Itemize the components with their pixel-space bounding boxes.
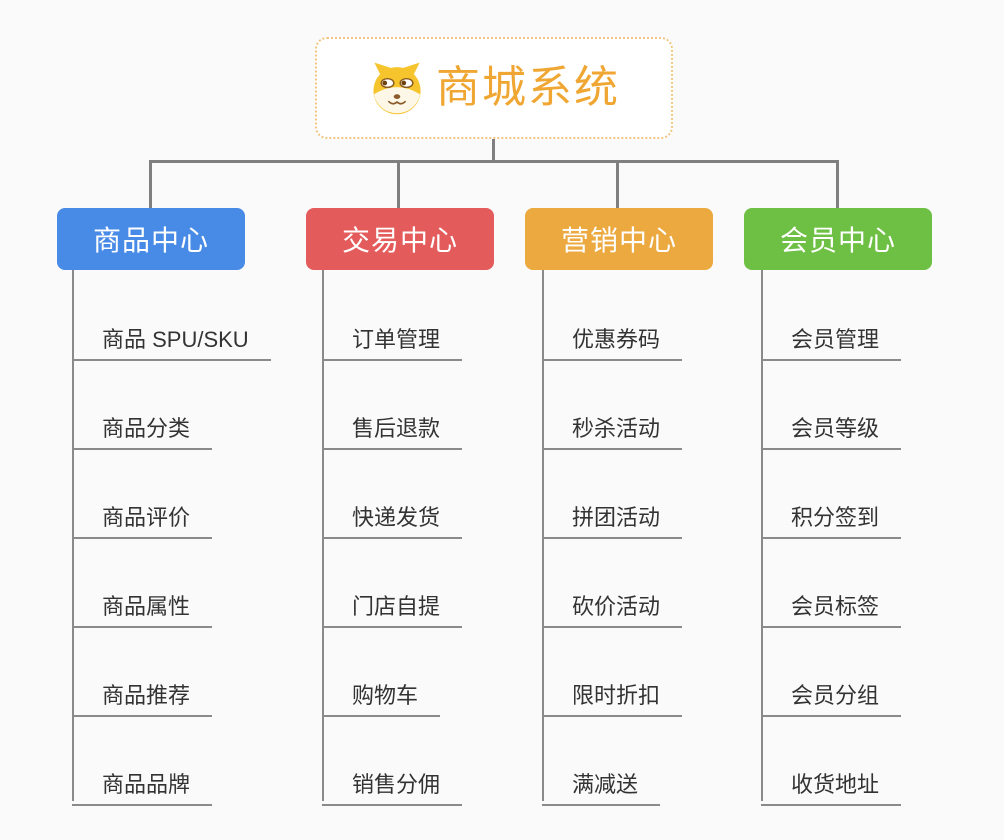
- connector-cross-bar: [149, 160, 839, 163]
- trunk-trade-center: [322, 270, 324, 801]
- branch-label: 会员中心: [779, 225, 896, 256]
- trunk-marketing-center: [542, 270, 544, 801]
- branch-node-member-center[interactable]: 会员中心: [744, 208, 932, 270]
- leaf-node[interactable]: 快递发货: [322, 492, 463, 539]
- connector-drop-member: [836, 160, 839, 208]
- leaf-node[interactable]: 商品属性: [72, 581, 213, 628]
- trunk-product-center: [72, 270, 74, 801]
- leaf-node[interactable]: 限时折扣: [542, 670, 683, 717]
- branch-node-product-center[interactable]: 商品中心: [57, 208, 245, 270]
- connector-drop-marketing: [616, 160, 619, 208]
- leaf-node[interactable]: 售后退款: [322, 403, 463, 450]
- leaf-node[interactable]: 商品品牌: [72, 759, 213, 806]
- leaf-node[interactable]: 商品分类: [72, 403, 213, 450]
- leaf-node[interactable]: 商品评价: [72, 492, 213, 539]
- connector-drop-trade: [397, 160, 400, 208]
- branch-node-marketing-center[interactable]: 营销中心: [525, 208, 713, 270]
- leaf-node[interactable]: 砍价活动: [542, 581, 683, 628]
- leaf-node[interactable]: 会员管理: [761, 314, 902, 361]
- leaf-node[interactable]: 优惠券码: [542, 314, 683, 361]
- trunk-member-center: [761, 270, 763, 801]
- leaf-node[interactable]: 满减送: [542, 759, 661, 806]
- leaf-node[interactable]: 购物车: [322, 670, 441, 717]
- leaf-node[interactable]: 商品 SPU/SKU: [72, 314, 271, 361]
- leaf-node[interactable]: 订单管理: [322, 314, 463, 361]
- connector-drop-product: [149, 160, 152, 208]
- leaf-node[interactable]: 拼团活动: [542, 492, 683, 539]
- leaf-node[interactable]: 会员标签: [761, 581, 902, 628]
- leaf-node[interactable]: 秒杀活动: [542, 403, 683, 450]
- branch-label: 商品中心: [92, 225, 209, 256]
- leaf-node[interactable]: 商品推荐: [72, 670, 213, 717]
- branch-label: 交易中心: [341, 225, 458, 256]
- branch-node-trade-center[interactable]: 交易中心: [306, 208, 494, 270]
- leaf-node[interactable]: 门店自提: [322, 581, 463, 628]
- leaf-node[interactable]: 销售分佣: [322, 759, 463, 806]
- dog-face-icon: [368, 59, 426, 117]
- leaf-node[interactable]: 会员分组: [761, 670, 902, 717]
- root-node[interactable]: 商城系统: [315, 37, 673, 139]
- leaf-node[interactable]: 积分签到: [761, 492, 902, 539]
- branch-label: 营销中心: [560, 225, 677, 256]
- root-title: 商城系统: [436, 63, 620, 112]
- leaf-node[interactable]: 收货地址: [761, 759, 902, 806]
- leaf-node[interactable]: 会员等级: [761, 403, 902, 450]
- connector-root-drop: [492, 139, 495, 162]
